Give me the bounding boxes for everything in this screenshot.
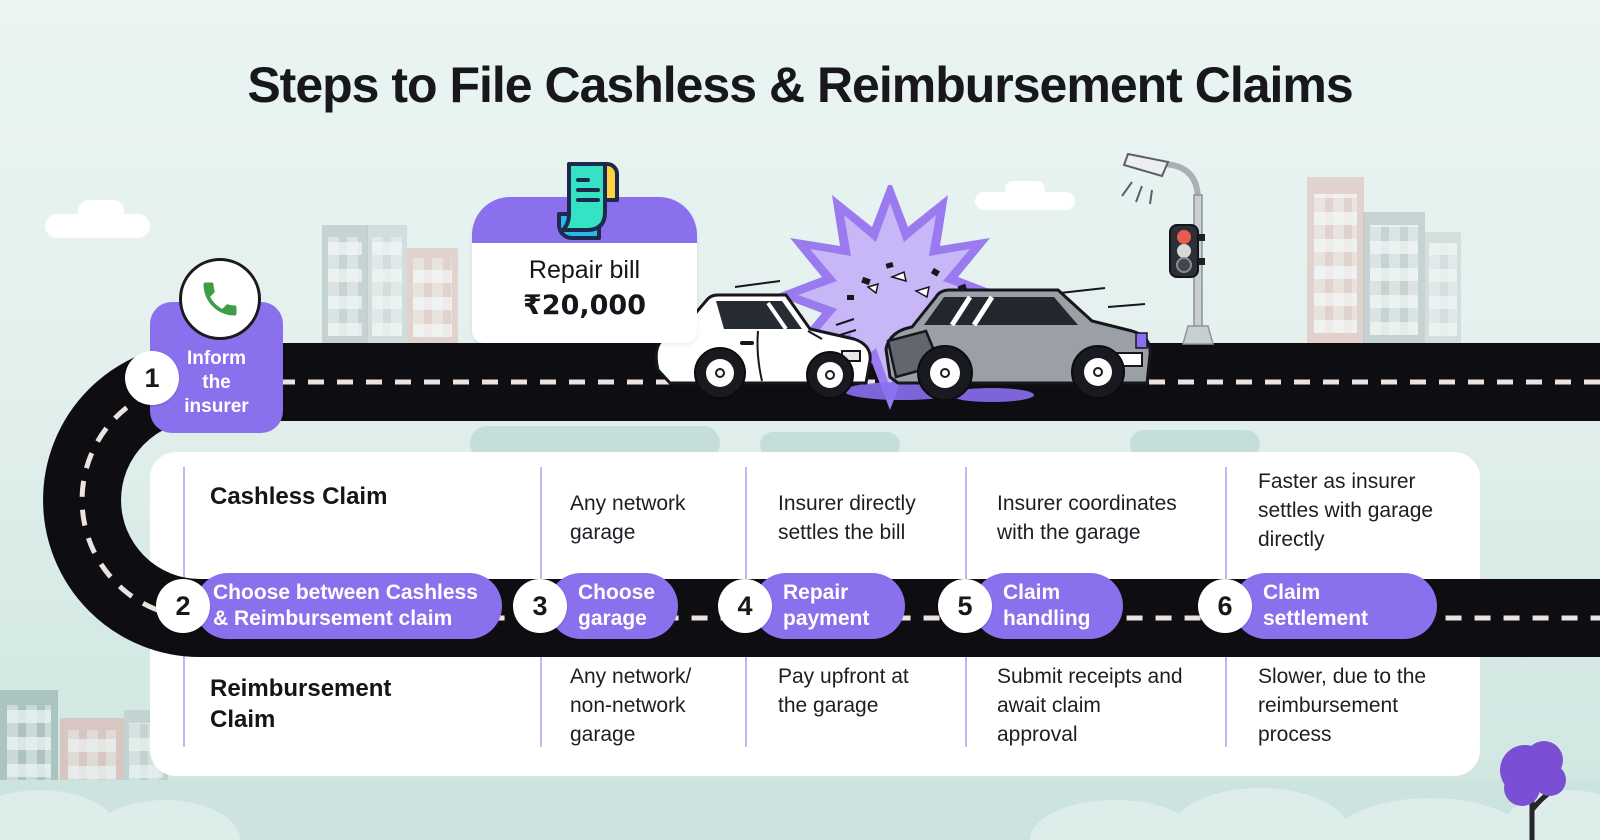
phone-icon — [179, 258, 261, 340]
reimbursement-point: Submit receipts and await claim approval — [997, 665, 1183, 746]
step-6-label: Claim settlement — [1263, 581, 1369, 630]
car-crash-scene — [654, 185, 1152, 410]
repair-bill-label: Repair bill — [528, 256, 641, 284]
cashless-row-title: Cashless Claim — [210, 483, 388, 510]
page-title: Steps to File Cashless & Reimbursement C… — [247, 57, 1353, 113]
step-3-pill: Choose garage — [548, 573, 678, 639]
reimbursement-point: Any network/ non-network garage — [570, 665, 692, 746]
building — [322, 225, 368, 343]
cloud — [78, 200, 124, 222]
cashless-point: Insurer coordinates with the garage — [997, 492, 1177, 544]
cashless-point: Any network garage — [570, 492, 686, 544]
step-3-number: 3 — [513, 579, 567, 633]
repair-bill-text: Repair bill ₹20,000 — [472, 252, 697, 324]
cashless-point: Faster as insurer settles with garage di… — [1258, 470, 1434, 551]
step-1-number: 1 — [125, 351, 179, 405]
step-5-label: Claim handling — [1003, 581, 1091, 630]
step-4-pill: Repair payment — [753, 573, 905, 639]
repair-bill-amount: ₹20,000 — [523, 290, 646, 321]
step-2-label: Choose between Cashless & Reimbursement … — [213, 581, 478, 630]
tree-icon — [1500, 741, 1566, 840]
reimbursement-point: Slower, due to the reimbursement process — [1258, 665, 1427, 746]
cashless-point: Insurer directly settles the bill — [778, 492, 916, 544]
reimbursement-row-title: Reimbursement Claim — [210, 675, 392, 733]
building — [407, 248, 458, 343]
reimbursement-point: Pay upfront at the garage — [778, 665, 909, 717]
cloud — [975, 192, 1075, 210]
step-5-pill: Claim handling — [973, 573, 1123, 639]
step-2-pill: Choose between Cashless & Reimbursement … — [195, 573, 502, 639]
step-6-pill: Claim settlement — [1233, 573, 1437, 639]
step-5-number: 5 — [938, 579, 992, 633]
step-4-number: 4 — [718, 579, 772, 633]
building — [1363, 212, 1425, 343]
step-2-number: 2 — [156, 579, 210, 633]
step-6-number: 6 — [1198, 579, 1252, 633]
step-3-label: Choose garage — [578, 581, 656, 630]
building — [367, 225, 407, 343]
receipt-icon — [557, 162, 619, 240]
cloud — [1005, 181, 1045, 197]
step-1-label: Inform the insurer — [184, 348, 249, 417]
street-lamp-icon — [1121, 152, 1214, 345]
building — [1307, 177, 1364, 343]
step-4-label: Repair payment — [783, 581, 870, 630]
building — [1425, 232, 1461, 343]
